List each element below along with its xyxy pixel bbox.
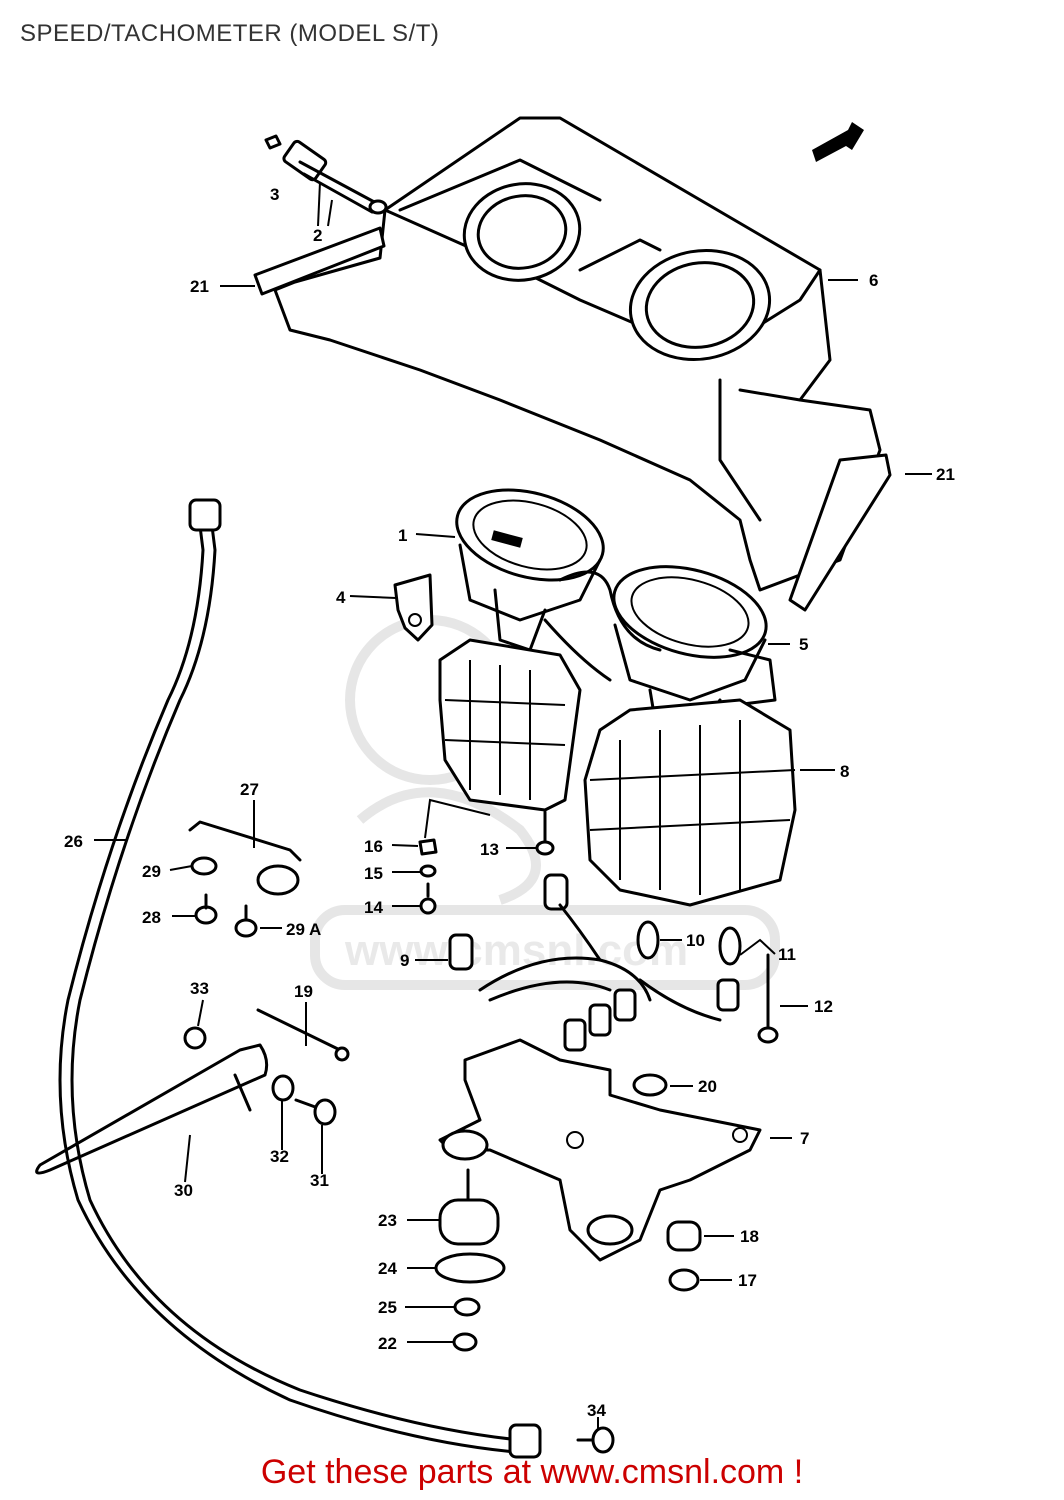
callout-9: 9 <box>400 951 409 970</box>
part-24-washer <box>434 1252 506 1284</box>
callout-12: 12 <box>814 997 833 1016</box>
callout-2: 2 <box>313 226 322 245</box>
part-12-screw <box>757 953 779 1044</box>
callout-15: 15 <box>364 864 383 883</box>
part-9-socket <box>448 933 474 971</box>
callout-32: 32 <box>270 1147 289 1166</box>
part-30-guide <box>35 1043 269 1175</box>
part-15-washer <box>419 864 437 878</box>
callout-30: 30 <box>174 1181 193 1200</box>
part-21-cushion-left <box>253 226 386 296</box>
meter-wiring <box>543 570 662 682</box>
callout-27: 27 <box>240 780 259 799</box>
callout-1: 1 <box>398 526 407 545</box>
callout-8: 8 <box>840 762 849 781</box>
callout-31: 31 <box>310 1171 329 1190</box>
callout-29a: 29 A <box>286 920 321 939</box>
part-31-bolt <box>294 1098 337 1126</box>
bracket-line-16 <box>424 798 491 839</box>
part-29a-bolt <box>234 904 258 938</box>
part-34-screw <box>576 1426 615 1454</box>
part-8-tacho-case <box>583 698 797 907</box>
callout-28: 28 <box>142 908 161 927</box>
callout-14: 14 <box>364 898 383 917</box>
callout-3: 3 <box>270 185 279 204</box>
callout-6: 6 <box>869 271 878 290</box>
callout-20: 20 <box>698 1077 717 1096</box>
part-23-damper <box>438 1168 500 1246</box>
part-27-clamp <box>188 820 302 896</box>
callout-17: 17 <box>738 1271 757 1290</box>
callout-24: 24 <box>378 1259 397 1278</box>
callout-22: 22 <box>378 1334 397 1353</box>
callout-23: 23 <box>378 1211 397 1230</box>
callout-7: 7 <box>800 1129 809 1148</box>
part-25-nut <box>453 1297 481 1317</box>
callout-13: 13 <box>480 840 499 859</box>
part-3-washer <box>264 134 282 150</box>
part-13-screw <box>535 810 555 856</box>
part-33-nut <box>183 1026 207 1050</box>
leader-lines <box>94 199 932 1430</box>
part-17-nut <box>668 1268 700 1292</box>
footer-link[interactable]: Get these parts at www.cmsnl.com ! <box>260 1453 804 1491</box>
callout-26: 26 <box>64 832 83 851</box>
callout-33: 33 <box>190 979 209 998</box>
part-14-bolt <box>419 882 437 915</box>
part-speedo-case <box>438 638 582 812</box>
part-2-drive-gear <box>282 139 388 227</box>
part-1-speedometer <box>455 488 605 652</box>
callout-21-left: 21 <box>190 277 209 296</box>
callout-34: 34 <box>587 1401 606 1420</box>
part-32-washer <box>271 1074 295 1102</box>
part-29-washer <box>190 856 218 876</box>
part-11-bulb <box>718 926 742 966</box>
part-6-meter-cover <box>273 116 882 592</box>
part-18-grommet <box>666 1220 702 1252</box>
callout-10: 10 <box>686 931 705 950</box>
part-21-cushion-right <box>788 453 892 612</box>
callout-21-right: 21 <box>936 465 955 484</box>
part-10-bulb <box>636 920 660 960</box>
part-4-bracket <box>393 573 434 642</box>
callout-5: 5 <box>799 635 808 654</box>
watermark-text: www.cmsnl.com <box>344 926 688 975</box>
bulb-sockets-cluster <box>478 873 740 1052</box>
callout-25: 25 <box>378 1298 397 1317</box>
page-title: SPEED/TACHOMETER (MODEL S/T) <box>20 20 440 47</box>
part-20-grommet <box>632 1073 668 1097</box>
callout-4: 4 <box>336 588 346 607</box>
callout-29: 29 <box>142 862 161 881</box>
callout-16: 16 <box>364 837 383 856</box>
part-19-tie <box>256 1008 350 1062</box>
callout-18: 18 <box>740 1227 759 1246</box>
part-7-plate <box>438 1038 762 1262</box>
callout-11: 11 <box>778 945 796 964</box>
callout-labels: 1 2 3 4 5 6 7 8 9 10 11 12 13 14 15 16 1… <box>64 185 955 1420</box>
callout-19: 19 <box>294 982 313 1001</box>
front-arrow-icon <box>812 122 864 162</box>
part-16-nut <box>418 838 438 856</box>
part-22-nut <box>452 1332 478 1352</box>
part-26-tachometer-cable <box>58 498 542 1459</box>
part-28-bolt <box>194 893 218 925</box>
